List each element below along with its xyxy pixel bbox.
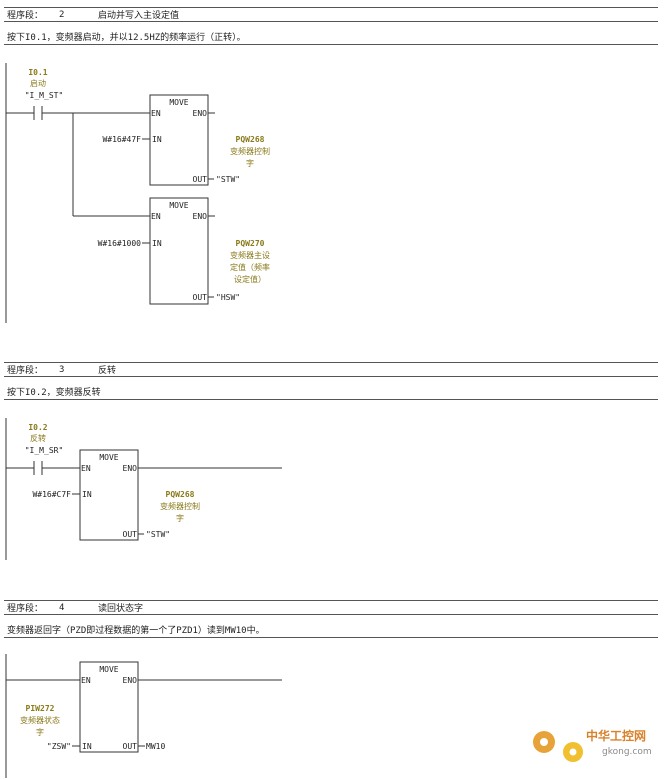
pin-in: IN — [152, 135, 162, 144]
out-desc-line: 字 — [176, 513, 184, 523]
in-address: PIW272 — [26, 704, 55, 713]
segment-number: 2 — [59, 9, 65, 20]
pin-in: IN — [152, 239, 162, 248]
pin-out: OUT — [123, 530, 138, 539]
contact-address: I0.2 — [28, 423, 47, 432]
no-contact[interactable] — [33, 461, 43, 475]
segment-label: 程序段： — [7, 11, 44, 21]
out-desc-line: 变频器控制 — [230, 146, 270, 156]
segment-comment-3: 按下I0.2，变频器反转 — [4, 384, 658, 400]
pin-eno: ENO — [123, 464, 138, 473]
out-desc-line: 定值（频率 — [230, 262, 270, 272]
pin-in: IN — [82, 742, 92, 751]
out-symbol: "STW" — [216, 175, 240, 184]
out-value: MW10 — [146, 742, 165, 751]
pin-in: IN — [82, 490, 92, 499]
out-desc-line: 设定值） — [234, 274, 266, 284]
block-name: MOVE — [99, 665, 118, 674]
block-name: MOVE — [99, 453, 118, 462]
out-desc-line: 变频器主设 — [230, 250, 270, 260]
pin-en: EN — [151, 212, 161, 221]
segment-label: 程序段： — [7, 604, 44, 614]
in-value: W#16#1000 — [98, 239, 142, 248]
segment-label: 程序段： — [7, 366, 44, 376]
move-block-3[interactable]: MOVE EN ENO IN OUT — [79, 449, 139, 541]
segment-comment-2: 按下I0.1，变频器启动，并以12.5HZ的频率运行（正转）。 — [4, 29, 658, 45]
segment-header-4[interactable]: 程序段： 4 读回状态字 — [4, 600, 658, 615]
segment-number: 3 — [59, 364, 65, 375]
out-symbol: "STW" — [146, 530, 170, 539]
segment-header-2[interactable]: 程序段： 2 启动并写入主设定值 — [4, 7, 658, 22]
in-desc-line: 变频器状态 — [20, 715, 60, 725]
no-contact[interactable] — [33, 106, 43, 120]
ladder-network-2[interactable]: I0.1 启动 "I_M_ST" MOVE EN ENO IN OUT W#16… — [0, 55, 665, 325]
pin-eno: ENO — [193, 109, 208, 118]
watermark-title: 中华工控网 — [586, 728, 646, 743]
contact-symbol: "I_M_ST" — [25, 91, 64, 100]
contact-address: I0.1 — [28, 68, 47, 77]
pin-out: OUT — [193, 293, 208, 302]
out-address: PQW268 — [166, 490, 195, 499]
pin-en: EN — [81, 676, 91, 685]
pin-eno: ENO — [123, 676, 138, 685]
in-desc-line: 字 — [36, 727, 44, 737]
gkong-logo: 中华工控网 gkong.com — [533, 728, 652, 762]
pin-en: EN — [151, 109, 161, 118]
out-address: PQW270 — [236, 239, 265, 248]
pin-out: OUT — [193, 175, 208, 184]
in-value: W#16#C7F — [32, 490, 71, 499]
pin-en: EN — [81, 464, 91, 473]
in-value: W#16#47F — [102, 135, 141, 144]
pin-out: OUT — [123, 742, 138, 751]
contact-desc: 反转 — [30, 433, 46, 443]
move-block-4[interactable]: MOVE EN ENO IN OUT — [79, 661, 139, 753]
out-desc-line: 字 — [246, 158, 254, 168]
block-name: MOVE — [169, 201, 188, 210]
segment-comment-4: 变频器返回字（PZD即过程数据的第一个了PZD1）读到MW10中。 — [4, 622, 658, 638]
segment-title: 反转 — [98, 366, 117, 376]
out-desc-line: 变频器控制 — [160, 501, 200, 511]
ladder-network-3[interactable]: I0.2 反转 "I_M_SR" MOVE EN ENO IN OUT W#16… — [0, 410, 665, 565]
contact-symbol: "I_M_SR" — [25, 446, 64, 455]
segment-number: 4 — [59, 602, 65, 613]
pin-eno: ENO — [193, 212, 208, 221]
segment-title: 启动并写入主设定值 — [98, 11, 180, 21]
move-block-1[interactable]: MOVE EN ENO IN OUT — [149, 94, 209, 186]
contact-desc: 启动 — [30, 78, 46, 88]
ladder-network-4[interactable]: MOVE EN ENO IN OUT PIW272 变频器状态 字 "ZSW" … — [0, 648, 665, 780]
out-symbol: "HSW" — [216, 293, 240, 302]
out-address: PQW268 — [236, 135, 265, 144]
move-block-2[interactable]: MOVE EN ENO IN OUT — [149, 197, 209, 305]
in-symbol: "ZSW" — [47, 742, 71, 751]
watermark-url: gkong.com — [602, 747, 652, 757]
gear-icon — [533, 731, 583, 762]
block-name: MOVE — [169, 98, 188, 107]
segment-header-3[interactable]: 程序段： 3 反转 — [4, 362, 658, 377]
segment-title: 读回状态字 — [98, 604, 144, 614]
